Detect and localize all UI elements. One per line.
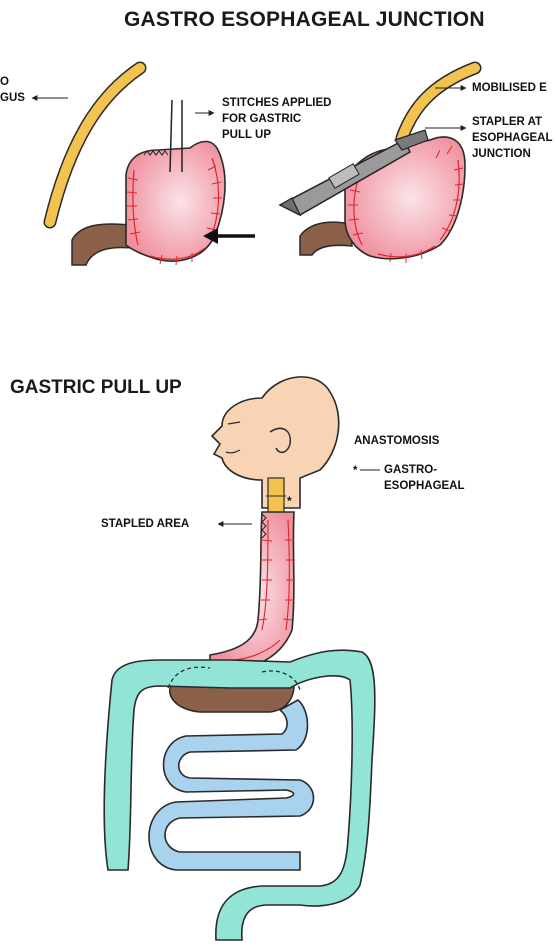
right-duodenum bbox=[300, 222, 352, 255]
label-stitches: STITCHES APPLIED FOR GASTRIC PULL UP bbox=[222, 95, 331, 143]
neck-esophagus bbox=[266, 478, 286, 514]
svg-text:*: * bbox=[287, 494, 292, 508]
label-asterisk: * bbox=[353, 463, 357, 479]
label-stapler: STAPLER AT ESOPHAGEAL JUNCTION bbox=[472, 114, 553, 162]
small-intestine bbox=[149, 700, 314, 870]
label-stapled-area: STAPLED AREA bbox=[101, 516, 189, 532]
left-duodenum bbox=[72, 224, 132, 265]
label-anastomosis: ANASTOMOSIS bbox=[354, 433, 439, 449]
left-stomach bbox=[126, 142, 225, 266]
asterisk-icon: * bbox=[287, 494, 292, 508]
title-gastro-esophageal-junction: GASTRO ESOPHAGEAL JUNCTION bbox=[124, 8, 485, 32]
label-mobilised: MOBILISED E bbox=[472, 80, 547, 96]
title-gastric-pull-up: GASTRIC PULL UP bbox=[10, 377, 182, 399]
label-vagus: O GUS bbox=[0, 74, 25, 106]
right-stomach bbox=[345, 137, 465, 263]
gastric-tube bbox=[210, 512, 295, 672]
label-gastro-esophageal: GASTRO- ESOPHAGEAL bbox=[384, 462, 465, 494]
